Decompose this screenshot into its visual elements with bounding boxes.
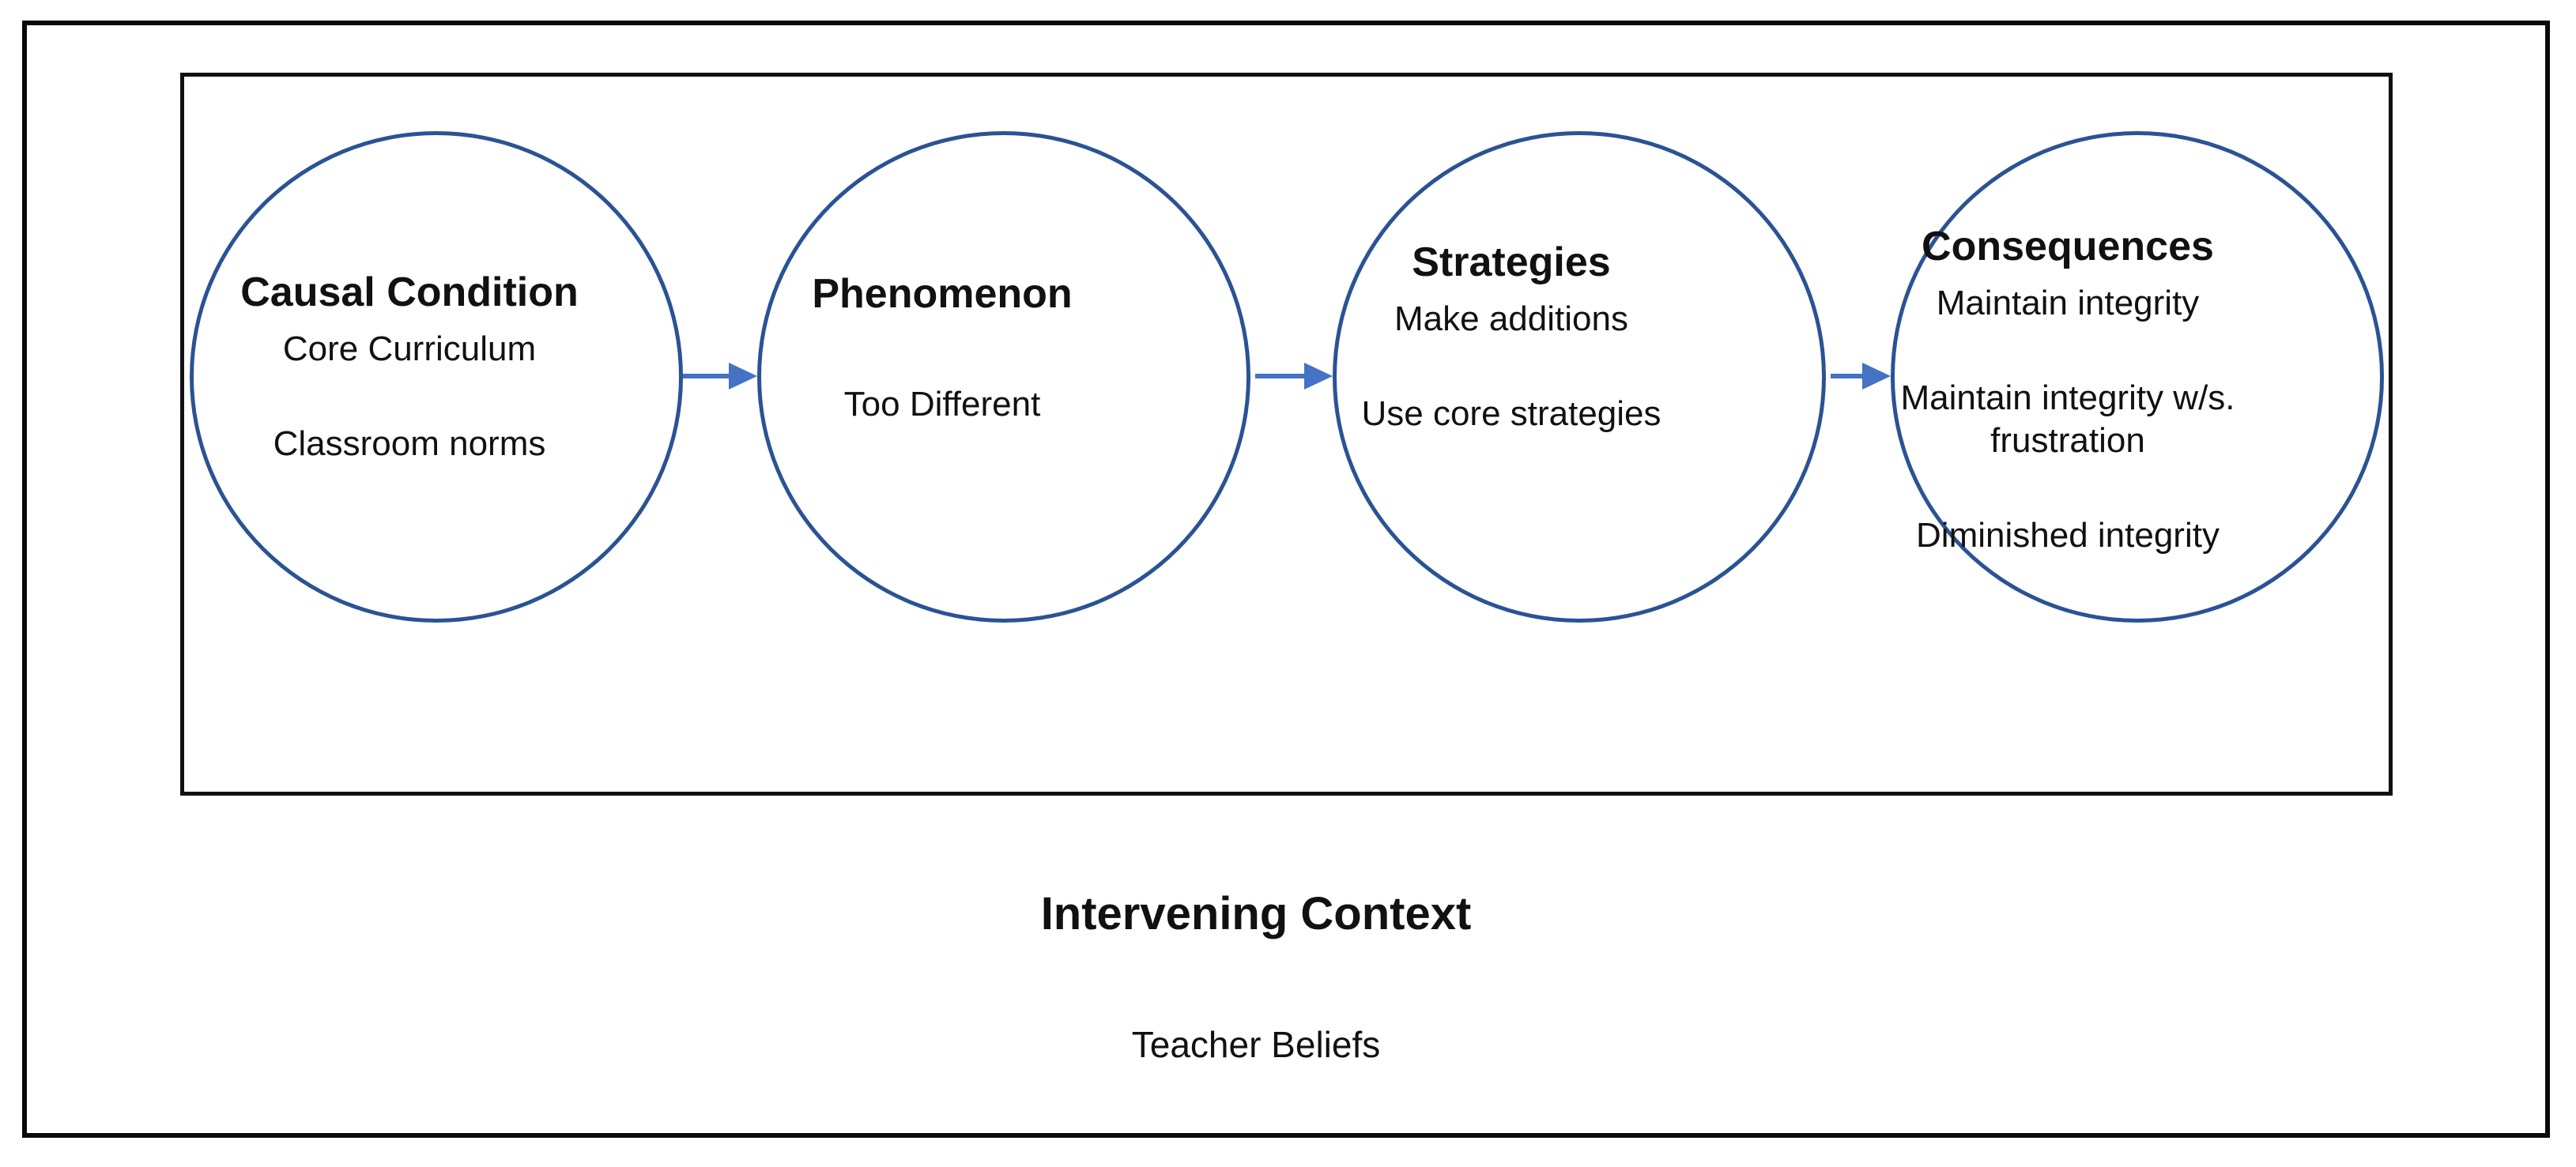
arrow-right-icon bbox=[1304, 363, 1333, 390]
node-content: Strategies Make additions Use core strat… bbox=[1322, 238, 1701, 435]
intervening-context-item: Teacher Beliefs bbox=[1131, 1024, 1381, 1065]
arrow-line bbox=[1255, 374, 1307, 378]
node-item: Maintain integrity w/s. frustration bbox=[1900, 378, 2235, 460]
arrow-line bbox=[1831, 374, 1865, 378]
node-title: Consequences bbox=[1922, 224, 2214, 269]
arrow-right-icon bbox=[729, 363, 757, 390]
arrow-line bbox=[683, 374, 732, 378]
node-content: Consequences Maintain integrity Maintain… bbox=[1878, 222, 2257, 557]
node-strategies: Strategies Make additions Use core strat… bbox=[1333, 131, 1826, 623]
flow-arrow-phenomenon-to-strategies bbox=[1255, 363, 1333, 390]
node-phenomenon: Phenomenon Too Different bbox=[757, 131, 1250, 623]
node-item: Use core strategies bbox=[1361, 394, 1661, 433]
node-item: Maintain integrity bbox=[1936, 284, 2200, 322]
node-item: Core Curriculum bbox=[282, 329, 537, 368]
flow-arrow-strategies-to-consequences bbox=[1831, 363, 1891, 390]
node-title: Phenomenon bbox=[812, 271, 1073, 317]
node-consequences: Consequences Maintain integrity Maintain… bbox=[1891, 131, 2384, 623]
intervening-context-title: Intervening Context bbox=[1040, 888, 1472, 939]
node-title: Strategies bbox=[1412, 239, 1611, 285]
node-item: Diminished integrity bbox=[1916, 516, 2220, 555]
node-content: Causal Condition Core Curriculum Classro… bbox=[220, 268, 599, 465]
node-causal-condition: Causal Condition Core Curriculum Classro… bbox=[190, 131, 683, 623]
node-item: Make additions bbox=[1394, 299, 1628, 338]
flow-arrow-causal-to-phenomenon bbox=[683, 363, 757, 390]
node-item: Classroom norms bbox=[273, 424, 546, 463]
node-content: Phenomenon Too Different bbox=[752, 269, 1132, 426]
node-item: Too Different bbox=[843, 385, 1041, 424]
arrow-right-icon bbox=[1862, 363, 1891, 390]
node-title: Causal Condition bbox=[240, 269, 579, 315]
intervening-context: Intervening Context Teacher Beliefs bbox=[0, 887, 2520, 1067]
